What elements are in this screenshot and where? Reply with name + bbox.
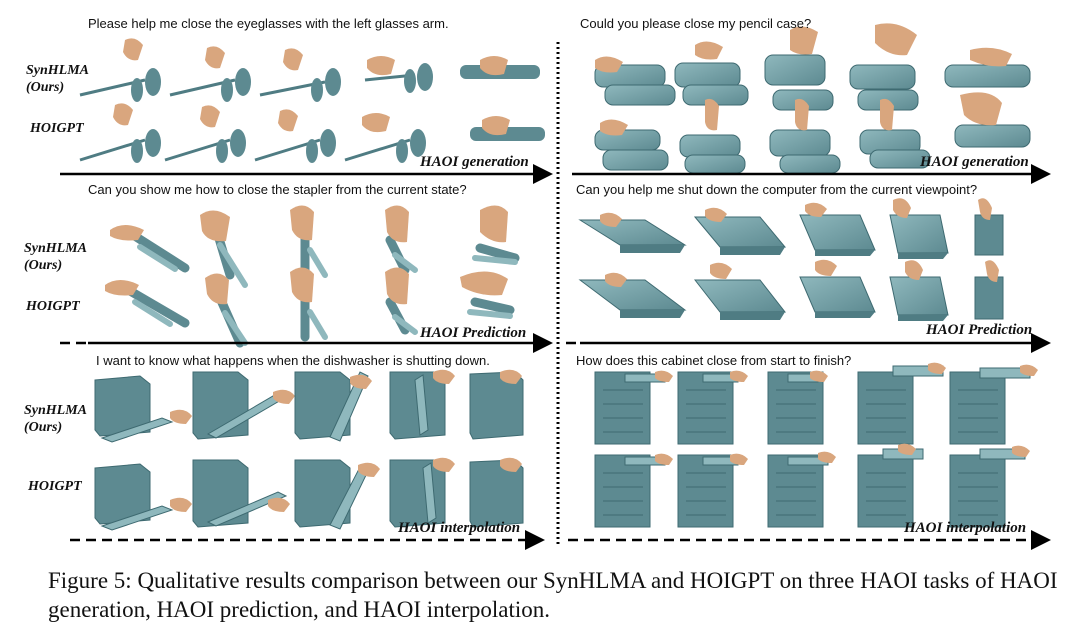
computer-thumbnails bbox=[578, 198, 1004, 321]
row-label-synhlma: SynHLMA(Ours) bbox=[24, 403, 88, 435]
eyeglasses-thumbnails bbox=[79, 38, 545, 163]
task-label-generation: HAOI generation bbox=[420, 154, 529, 170]
prompt-cabinet: How does this cabinet close from start t… bbox=[576, 353, 852, 368]
figure-5: Please help me close the eyeglasses with… bbox=[24, 16, 1051, 550]
dishwasher-thumbnails bbox=[94, 369, 524, 531]
figure-caption: Figure 5: Qualitative results comparison… bbox=[48, 568, 1058, 622]
row-label-hoigpt: HOIGPT bbox=[28, 479, 82, 494]
prompt-dishwasher: I want to know what happens when the dis… bbox=[96, 353, 490, 368]
row-label-hoigpt: HOIGPT bbox=[30, 121, 84, 136]
prompt-stapler: Can you show me how to close the stapler… bbox=[88, 182, 467, 197]
cabinet-thumbnails bbox=[594, 362, 1038, 528]
task-label-prediction: HAOI Prediction bbox=[420, 325, 527, 341]
eyeglasses-hoigpt-row bbox=[79, 103, 545, 163]
row-label-synhlma: SynHLMA(Ours) bbox=[26, 63, 90, 95]
row-label-synhlma: SynHLMA(Ours) bbox=[24, 241, 88, 273]
prompt-computer: Can you help me shut down the computer f… bbox=[576, 182, 978, 197]
prompt-eyeglasses: Please help me close the eyeglasses with… bbox=[88, 16, 449, 31]
task-label-prediction: HAOI Prediction bbox=[926, 322, 1033, 338]
eyeglasses-synhlma-row bbox=[79, 38, 540, 102]
stapler-thumbnails bbox=[105, 205, 520, 348]
figure-graphics bbox=[60, 23, 1051, 550]
pencil-case-thumbnails bbox=[594, 23, 1031, 174]
task-label-interpolation: HAOI interpolation bbox=[398, 520, 521, 536]
row-label-hoigpt: HOIGPT bbox=[26, 299, 80, 314]
task-label-interpolation: HAOI interpolation bbox=[904, 520, 1027, 536]
task-label-generation: HAOI generation bbox=[920, 154, 1029, 170]
prompt-pencil-case: Could you please close my pencil case? bbox=[580, 16, 812, 31]
